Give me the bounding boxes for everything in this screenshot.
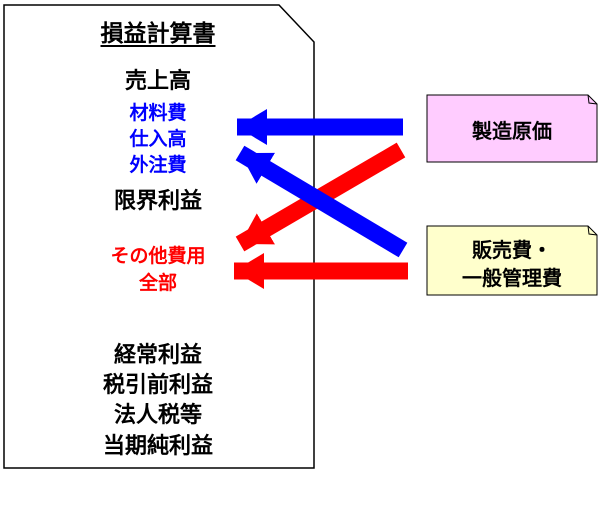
manufacturing-cost-box-fold xyxy=(587,94,598,105)
item-marginal-profit: 限界利益 xyxy=(113,189,202,214)
blue-arrow-sga-to-outsourcing xyxy=(235,145,408,258)
item-other-expenses: その他費用 xyxy=(110,245,206,267)
document-title: 損益計算書 xyxy=(100,21,216,47)
item-ordinary-profit: 経常利益 xyxy=(113,343,202,368)
item-purchases: 仕入高 xyxy=(129,128,187,150)
sga-box xyxy=(426,225,598,296)
manufacturing-cost-box xyxy=(426,94,598,163)
document-sheet xyxy=(3,4,315,469)
sga-label-line2: 一般管理費 xyxy=(462,266,562,290)
item-all: 全部 xyxy=(138,272,177,294)
item-sales: 売上高 xyxy=(124,69,191,94)
sga-label-line1: 販売費・ xyxy=(472,238,552,262)
item-pretax-profit: 税引前利益 xyxy=(102,373,213,398)
item-corporate-tax: 法人税等 xyxy=(113,403,202,428)
sga-box-fold xyxy=(587,225,598,236)
item-outsourcing: 外注費 xyxy=(129,154,187,176)
item-materials: 材料費 xyxy=(129,102,187,124)
item-net-profit: 当期純利益 xyxy=(102,434,213,459)
manufacturing-cost-label: 製造原価 xyxy=(472,119,552,143)
